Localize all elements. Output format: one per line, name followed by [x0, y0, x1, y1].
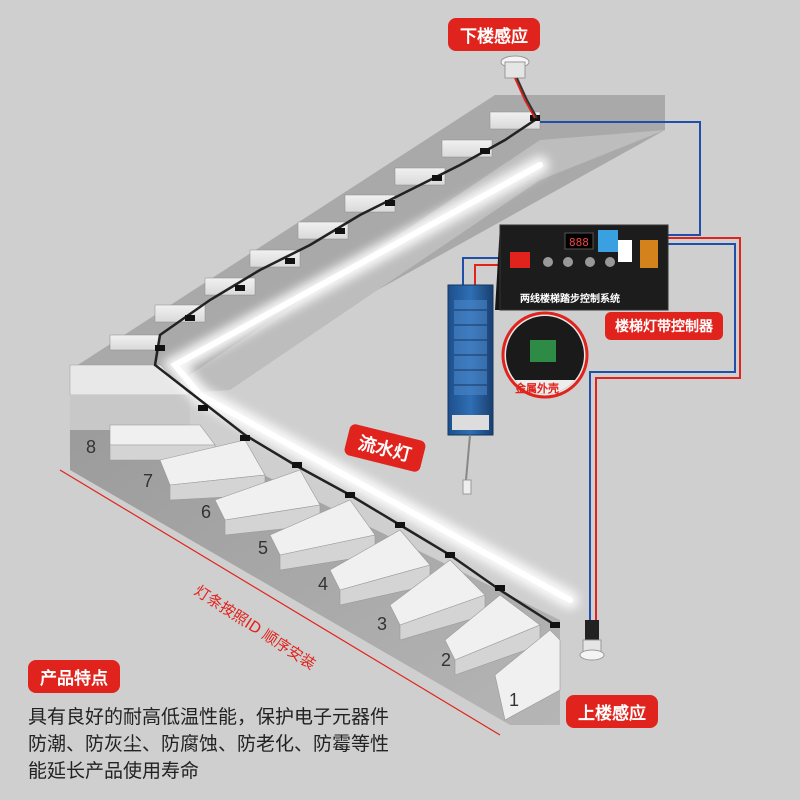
feature-line: 防潮、防灰尘、防腐蚀、防老化、防霉等性 — [28, 733, 390, 755]
motion-sensor-icon — [579, 620, 605, 661]
controller-label: 楼梯灯带控制器 — [605, 312, 723, 340]
upper-flight-soffit — [160, 130, 665, 395]
features-title: 产品特点 — [28, 660, 120, 693]
step-number: 6 — [201, 502, 212, 522]
psu-wire-blue — [462, 257, 515, 285]
motion-sensor-icon — [500, 55, 538, 119]
step-number: 5 — [258, 538, 269, 558]
svg-text:888: 888 — [569, 236, 589, 249]
feature-line: 能延长产品使用寿命 — [28, 760, 200, 782]
step-number: 7 — [143, 471, 154, 491]
blue-wire-top — [540, 121, 701, 236]
install-order-line — [59, 469, 501, 736]
feature-line: 具有良好的耐高低温性能，保护电子元器件 — [28, 706, 390, 728]
down-sensor-label: 下楼感应 — [448, 18, 540, 51]
step-number: 1 — [509, 690, 520, 710]
features-text: 具有良好的耐高低温性能，保护电子元器件 防潮、防灰尘、防腐蚀、防老化、防霉等性 … — [28, 704, 468, 785]
controller-title: 两线楼梯踏步控制系统 — [520, 294, 620, 305]
blue-wire-bottom — [589, 243, 736, 620]
controller-icon: 888 — [495, 224, 669, 311]
up-sensor-label: 上楼感应 — [566, 695, 658, 728]
metal-case-label: 金属外壳 — [515, 382, 559, 395]
red-wire-bottom — [595, 237, 741, 620]
step-number: 3 — [377, 614, 388, 634]
power-supply-icon — [447, 284, 494, 495]
step-number: 2 — [441, 650, 452, 670]
step-number: 8 — [86, 437, 97, 457]
lower-flight-steps — [109, 424, 561, 721]
step-number: 4 — [318, 574, 329, 594]
metal-case-inset — [501, 311, 589, 399]
